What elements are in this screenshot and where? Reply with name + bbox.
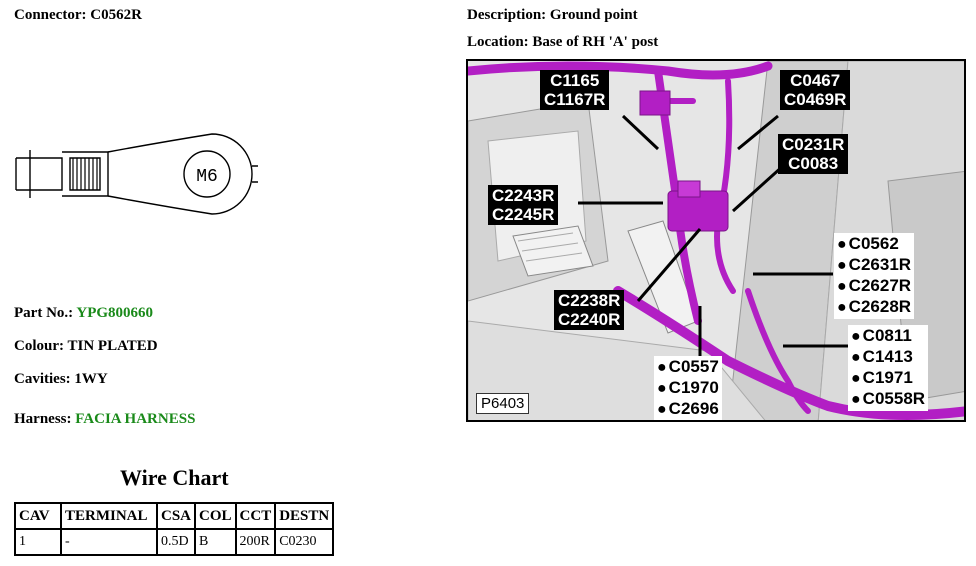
table-row: 1 - 0.5D B 200R C0230 [14,528,335,556]
part-no-value[interactable]: YPG800660 [76,305,154,321]
header-col: COL [194,502,237,530]
header-destn: DESTN [274,502,335,530]
bullet-icon: ● [837,236,847,253]
callout-c0811-line2: C1413 [862,347,913,366]
callout-c2238-line2: C2240R [558,310,621,329]
cavities-label: Cavities: [14,371,71,387]
callout-c0467-line1: C0467 [790,71,841,90]
bullet-icon: ● [837,278,847,295]
bullet-icon: ● [657,359,667,376]
harness-line: Harness: FACIA HARNESS [14,410,195,428]
colour-label: Colour: [14,338,64,354]
connector-value: C0562R [90,7,142,23]
bullet-icon: ● [657,380,667,397]
bullet-icon: ● [657,401,667,418]
callout-c0811-item: ●C1413 [851,347,925,368]
callout-c0811-item: ●C0558R [851,389,925,410]
callout-c2243-line1: C2243R [492,186,555,205]
callout-c0811-group: ●C0811 ●C1413 ●C1971 ●C0558R [848,325,929,411]
callout-c0562-line4: C2628R [848,297,912,316]
colour-value: TIN PLATED [67,338,158,354]
callout-c0231: C0231R C0083 [778,134,849,174]
connector-line: Connector: C0562R [14,6,142,24]
callout-c0467: C0467 C0469R [780,70,851,110]
wire-chart-table: CAV TERMINAL CSA COL CCT DESTN 1 - 0.5D … [14,502,335,556]
location-picture: C1165 C1167R C0467 C0469R C0231R C0083 C… [466,59,966,422]
callout-c0811-line1: C0811 [862,326,912,345]
harness-value[interactable]: FACIA HARNESS [75,411,196,427]
callout-c0557-item: ●C2696 [657,399,719,420]
header-terminal: TERMINAL [60,502,158,530]
location-value: Base of RH 'A' post [532,34,659,50]
header-cav: CAV [14,502,62,530]
description-line: Description: Ground point [467,6,638,24]
callout-c0562-item: ●C2627R [837,276,911,297]
callout-c0562-item: ●C2628R [837,297,911,318]
cavities-line: Cavities: 1WY [14,370,108,388]
callout-c0811-line4: C0558R [862,389,926,408]
description-label: Description: [467,7,547,23]
callout-c0557-item: ●C1970 [657,378,719,399]
callout-c0562-group: ●C0562 ●C2631R ●C2627R ●C2628R [834,233,915,319]
terminal-size-marking: M6 [196,167,218,187]
callout-c1165-line2: C1167R [544,90,606,109]
bullet-icon: ● [851,370,861,387]
header-cct: CCT [234,502,277,530]
callout-c0231-line2: C0083 [788,154,839,173]
cell-cct: 200R [234,528,277,556]
part-no-label: Part No.: [14,305,74,321]
callout-c0557-line2: C1970 [668,378,719,397]
wire-chart-header-row: CAV TERMINAL CSA COL CCT DESTN [14,502,335,530]
callout-c2243: C2243R C2245R [488,185,559,225]
callout-c0557-group: ●C0557 ●C1970 ●C2696 [654,356,722,420]
callout-c0811-item: ●C1971 [851,368,925,389]
callout-c0467-line2: C0469R [784,90,847,109]
callout-c0557-line3: C2696 [668,399,719,418]
callout-c0557-line1: C0557 [668,357,719,376]
part-no-line: Part No.: YPG800660 [14,304,153,322]
callout-c0811-line3: C1971 [862,368,913,387]
cell-csa: 0.5D [155,528,197,556]
location-line: Location: Base of RH 'A' post [467,33,658,51]
bullet-icon: ● [851,349,861,366]
callout-c0562-line1: C0562 [848,234,899,253]
cell-cav: 1 [14,528,62,556]
colour-line: Colour: TIN PLATED [14,337,158,355]
callout-c0562-line3: C2627R [848,276,912,295]
cell-col: B [194,528,237,556]
header-csa: CSA [155,502,197,530]
callout-c2238-line1: C2238R [558,291,621,310]
bullet-icon: ● [837,257,847,274]
callout-c0562-item: ●C0562 [837,234,911,255]
callout-c2238: C2238R C2240R [554,290,625,330]
harness-label: Harness: [14,411,72,427]
callout-c2243-line2: C2245R [492,205,555,224]
bullet-icon: ● [851,328,861,345]
location-label: Location: [467,34,529,50]
bullet-icon: ● [837,299,847,316]
bullet-icon: ● [851,391,861,408]
connector-label: Connector: [14,7,87,23]
cavities-value: 1WY [74,371,108,387]
callout-c0231-line1: C0231R [782,135,845,154]
cell-destn[interactable]: C0230 [274,528,335,556]
ring-terminal-drawing: M6 [15,133,258,215]
callout-c1165: C1165 C1167R [540,70,610,110]
cell-terminal: - [60,528,158,556]
callout-c0811-item: ●C0811 [851,326,925,347]
figure-code: P6403 [476,393,530,414]
wire-chart-title: Wire Chart [120,465,229,490]
callout-c0562-line2: C2631R [848,255,912,274]
callout-c0562-item: ●C2631R [837,255,911,276]
callout-c1165-line1: C1165 [550,71,600,90]
description-value: Ground point [549,7,638,23]
callout-c0557-item: ●C0557 [657,357,719,378]
